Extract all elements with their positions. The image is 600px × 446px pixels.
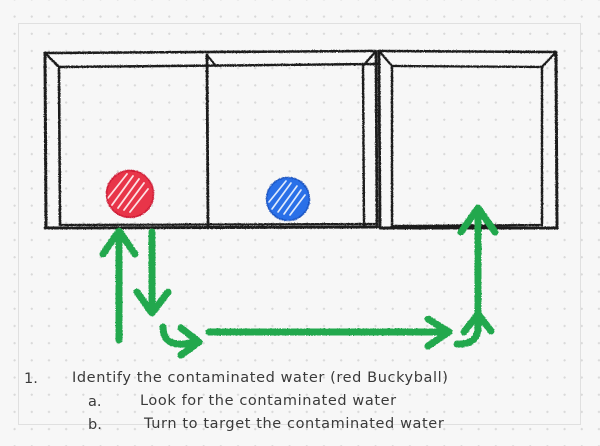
arrow-hook-turn-right xyxy=(159,323,203,359)
step-1-marker: 1. xyxy=(24,371,38,387)
red-buckyball xyxy=(105,169,155,219)
arrow-up-to-red-ball xyxy=(99,227,139,344)
arrow-down-from-red-ball xyxy=(133,228,172,317)
step-1b-marker: b. xyxy=(88,417,102,433)
step-1a-text: Look for the contaminated water xyxy=(140,393,397,409)
arrow-hook-turn-up xyxy=(453,310,495,348)
flow-arrows xyxy=(99,204,499,359)
step-1a-marker: a. xyxy=(88,394,102,410)
blue-buckyball xyxy=(265,176,311,222)
step-1-text: Identify the contaminated water (red Buc… xyxy=(72,370,449,386)
arrow-up-to-right-compartment xyxy=(457,204,499,334)
step-1b-text: Turn to target the contaminated water xyxy=(144,416,445,432)
arrow-long-horizontal-right xyxy=(205,315,453,350)
